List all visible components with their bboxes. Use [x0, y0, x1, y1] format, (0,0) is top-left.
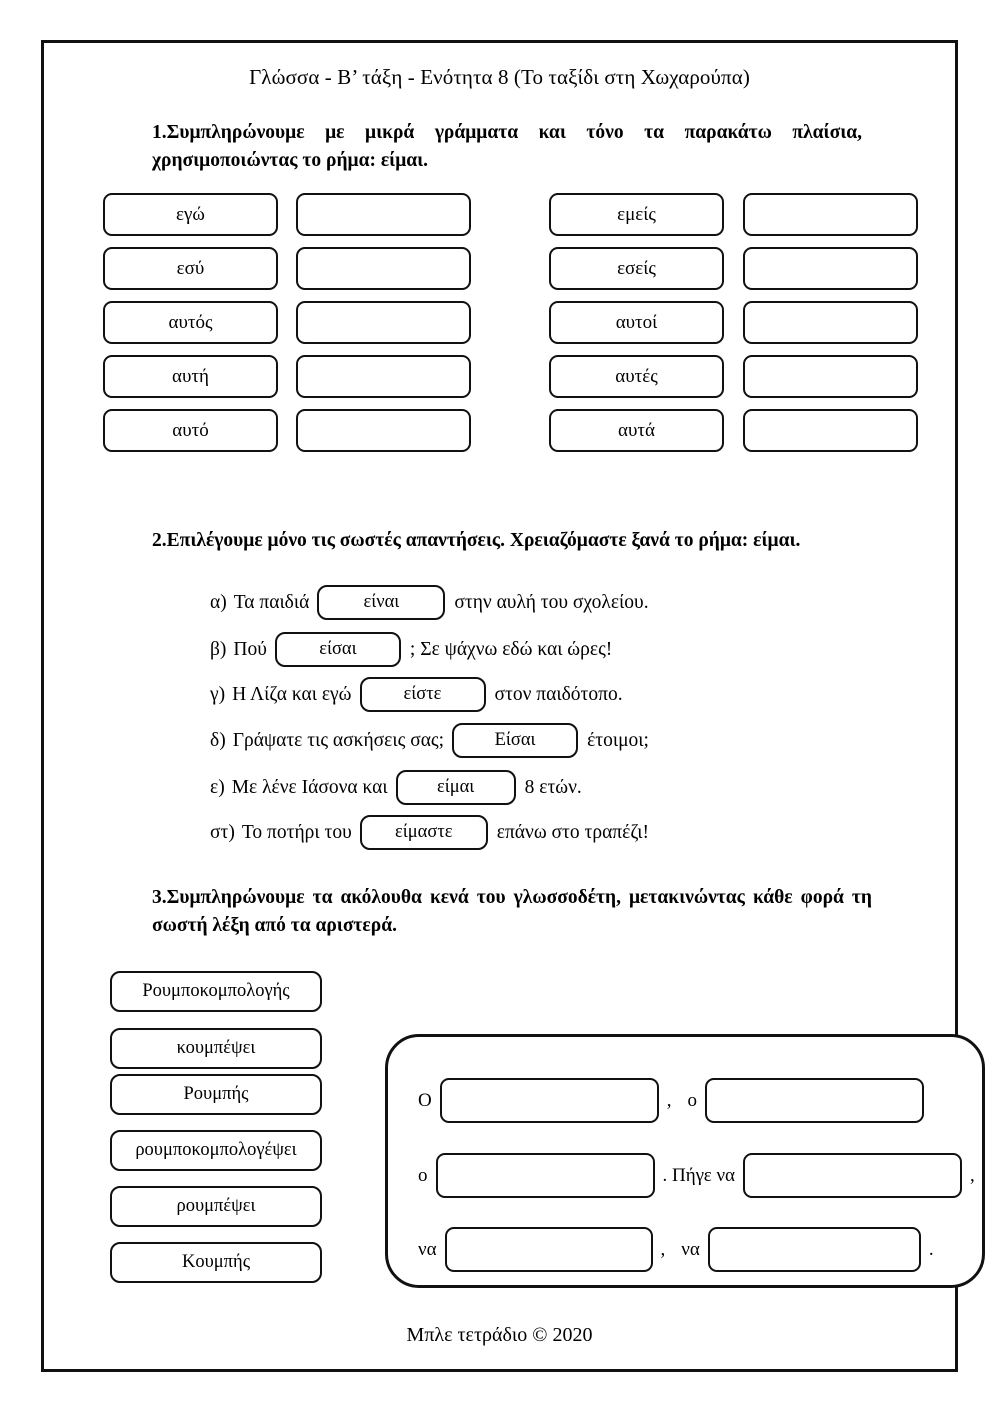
sentence-text-after-2: ; Σε ψάχνω εδώ και ώρες! [409, 638, 613, 660]
answer-box-plural-4[interactable] [743, 355, 918, 398]
answer-box-singular-2[interactable] [296, 247, 471, 290]
exercise2-answer-box-6[interactable]: είμαστε [359, 815, 488, 850]
tongue-twister-text-1-3: , [666, 1089, 672, 1111]
answer-box-singular-1[interactable] [296, 193, 471, 236]
tongue-twister-blank-2-1[interactable] [435, 1153, 655, 1198]
pronoun-box-singular-4: αυτή [103, 355, 278, 398]
exercise2-instruction: 2.Επιλέγουμε μόνο τις σωστές απαντήσεις.… [152, 530, 801, 551]
exercise3-instruction: 3.Συμπληρώνουμε τα ακόλουθα κενά του γλω… [152, 887, 872, 937]
exercise2-sentence-1: α) Τα παιδιά είναι στην αυλή του σχολείου. [210, 585, 649, 620]
tongue-twister-blank-1-1[interactable] [439, 1078, 659, 1123]
tongue-twister-blank-1-2[interactable] [704, 1078, 924, 1123]
exercise1-grid: εγώ εσύ αυτός αυτή αυτό εμείς εσείς αυτοί αυτές α… [44, 43, 955, 1369]
pronoun-box-plural-2: εσείς [549, 247, 724, 290]
exercise2-sentence-6: στ) Το ποτήρι του είμαστε επάνω στο τραπέζι… [210, 815, 649, 850]
answer-box-plural-3[interactable] [743, 301, 918, 344]
exercise2-sentence-5: ε) Με λένε Ιάσονα και είμαι 8 ετών. [210, 770, 582, 805]
tongue-twister-text-2-5: , [970, 1164, 975, 1186]
pronoun-box-plural-1: εμείς [549, 193, 724, 236]
sentence-text-before-4: Γράψατε τις ασκήσεις σας; [232, 729, 445, 751]
page-title: Γλώσσα - Β’ τάξη - Ενότητα 8 (Το ταξίδι … [249, 65, 750, 89]
pronoun-box-singular-2: εσύ [103, 247, 278, 290]
page-frame: Γλώσσα - Β’ τάξη - Ενότητα 8 (Το ταξίδι … [41, 40, 985, 1372]
tongue-twister-text-1-1: Ο [418, 1089, 432, 1111]
sentence-label-5: ε) [210, 776, 225, 798]
tongue-twister-blank-3-1[interactable] [444, 1227, 653, 1272]
tongue-twister-row-2: ο . Πήγε να, [410, 1153, 983, 1198]
sentence-text-before-3: Η Λίζα και εγώ [232, 683, 352, 705]
exercise2-answer-box-2[interactable]: είσαι [274, 632, 401, 667]
answer-box-singular-4[interactable] [296, 355, 471, 398]
sentence-label-2: β) [210, 638, 227, 660]
word-bank-item-1[interactable]: Ρουμποκομπολογής [110, 971, 322, 1012]
pronoun-box-singular-3: αυτός [103, 301, 278, 344]
pronoun-box-plural-4: αυτές [549, 355, 724, 398]
exercise2-answer-box-1[interactable]: είναι [317, 585, 446, 620]
answer-box-plural-1[interactable] [743, 193, 918, 236]
exercise3-panel-rows: Ο, ο ο . Πήγε να, να, να. [388, 1037, 982, 1285]
pronoun-box-singular-5: αυτό [103, 409, 278, 452]
sentence-text-after-6: επάνω στο τραπέζι! [496, 821, 649, 843]
tongue-twister-text-3-6: . [928, 1238, 934, 1260]
exercise1-instruction: 1.Συμπληρώνουμε με μικρά γράμματα και τό… [152, 122, 862, 172]
tongue-twister-blank-3-2[interactable] [707, 1227, 921, 1272]
exercise2-answer-box-3[interactable]: είστε [359, 677, 486, 712]
exercise3-tongue-twister-panel: Ο, ο ο . Πήγε να, να, να. [385, 1034, 985, 1288]
pronoun-box-plural-5: αυτά [549, 409, 724, 452]
tongue-twister-text-3-3: , [660, 1238, 666, 1260]
exercise2-sentence-3: γ) Η Λίζα και εγώ είστε στον παιδότοπο. [210, 677, 623, 712]
sentence-text-after-1: στην αυλή του σχολείου. [454, 591, 649, 613]
sentence-label-1: α) [210, 591, 227, 613]
sentence-label-6: στ) [210, 821, 235, 843]
tongue-twister-text-2-3: . Πήγε να [662, 1164, 736, 1186]
answer-box-singular-5[interactable] [296, 409, 471, 452]
sentence-text-before-6: Το ποτήρι του [241, 821, 352, 843]
word-bank-item-5[interactable]: ρουμπέψει [110, 1186, 322, 1227]
exercise2-answer-box-5[interactable]: είμαι [395, 770, 516, 805]
word-bank-item-2[interactable]: κουμπέψει [110, 1028, 322, 1069]
answer-box-plural-5[interactable] [743, 409, 918, 452]
sentence-text-before-5: Με λένε Ιάσονα και [231, 776, 388, 798]
tongue-twister-text-3-4: να [681, 1238, 700, 1260]
tongue-twister-row-1: Ο, ο [410, 1078, 924, 1123]
sentence-label-3: γ) [210, 683, 226, 705]
word-bank-item-3[interactable]: Ρουμπής [110, 1074, 322, 1115]
tongue-twister-row-3: να, να. [410, 1227, 942, 1272]
tongue-twister-blank-2-2[interactable] [743, 1153, 963, 1198]
answer-box-singular-3[interactable] [296, 301, 471, 344]
exercise2-sentence-2: β) Πού είσαι ; Σε ψάχνω εδώ και ώρες! [210, 632, 612, 667]
answer-box-plural-2[interactable] [743, 247, 918, 290]
pronoun-box-singular-1: εγώ [103, 193, 278, 236]
sentence-label-4: δ) [210, 729, 226, 751]
sentence-text-after-5: 8 ετών. [524, 776, 582, 798]
page-footer: Μπλε τετράδιο © 2020 [406, 1324, 593, 1346]
pronoun-box-plural-3: αυτοί [549, 301, 724, 344]
tongue-twister-text-2-1: ο [418, 1164, 428, 1186]
exercise2-answer-box-4[interactable]: Είσαι [452, 723, 579, 758]
word-bank-item-4[interactable]: ρουμποκομπολογέψει [110, 1130, 322, 1171]
sentence-text-after-4: έτοιμοι; [587, 729, 649, 751]
tongue-twister-text-1-4: ο [687, 1089, 697, 1111]
word-bank-item-6[interactable]: Κουμπής [110, 1242, 322, 1283]
exercise2-sentence-4: δ) Γράψατε τις ασκήσεις σας; Είσαι έτοιμοι; [210, 723, 649, 758]
sentence-text-after-3: στον παιδότοπο. [494, 683, 623, 705]
tongue-twister-text-3-1: να [418, 1238, 437, 1260]
sentence-text-before-1: Τα παιδιά [233, 591, 310, 613]
sentence-text-before-2: Πού [233, 638, 267, 660]
